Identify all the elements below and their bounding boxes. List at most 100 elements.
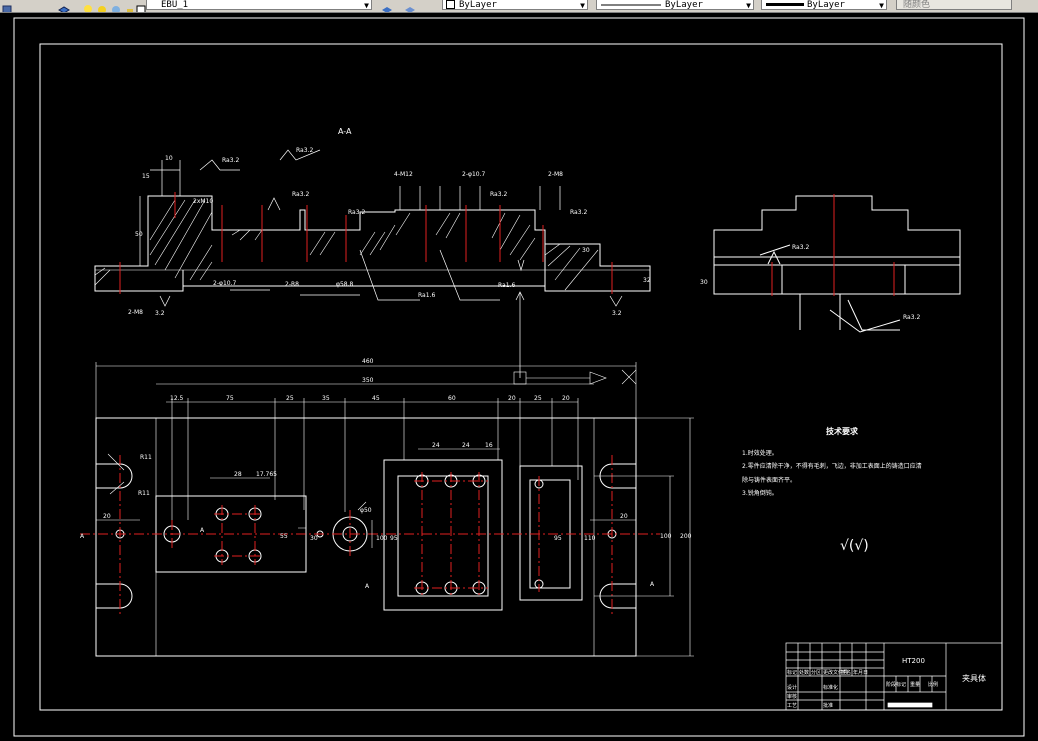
dim-label: 110	[584, 535, 596, 542]
title-cell: 分区	[811, 669, 821, 676]
dim-chain: 75	[226, 395, 234, 402]
color-swatch-icon	[136, 0, 146, 12]
dim-label: 20	[620, 513, 628, 520]
roughness-label: Ra3.2	[490, 191, 507, 198]
roughness-label: 3.2	[612, 310, 622, 317]
dim-label: 20	[103, 513, 111, 520]
color-select-value: ByLayer	[459, 0, 497, 10]
title-cell: 年月日	[853, 669, 868, 676]
dim-label: φ58.8	[336, 281, 354, 288]
dim-radius: R11	[140, 454, 152, 461]
lineweight-line-icon	[766, 3, 804, 6]
dim-chain: 25	[534, 395, 542, 402]
tech-note: 3.锐角倒钝。	[742, 489, 778, 497]
inner-frame-border	[39, 43, 1003, 711]
lineweight-select[interactable]: ByLayer ▼	[761, 0, 887, 10]
roughness-general-symbol: √(√)	[840, 538, 869, 554]
dim-chain: 35	[322, 395, 330, 402]
roughness-label: Ra3.2	[792, 244, 809, 251]
layer-select[interactable]: EBU_1 ▼	[146, 0, 372, 10]
section-roughness-text: Ra3.2 Ra3.2 Ra3.2 Ra3.2 Ra3.2 Ra1.6 Ra1.…	[128, 147, 651, 317]
title-cell: 更改文件号	[823, 669, 848, 676]
roughness-label: Ra3.2	[222, 157, 239, 164]
dim-chain: 25	[286, 395, 294, 402]
part-name: 夹具体	[962, 673, 986, 683]
dim-chain: 12.5	[170, 395, 184, 402]
layer-select-value: EBU_1	[161, 0, 189, 10]
plan-dimension-lines	[95, 362, 694, 657]
dim-radius: R11	[138, 490, 150, 497]
roughness-label: Ra3.2	[570, 209, 587, 216]
dim-label: 28	[234, 471, 242, 478]
dim-inner-width: 350	[362, 377, 374, 384]
tech-title: 技术要求	[826, 426, 859, 436]
color-select[interactable]: ByLayer ▼	[442, 0, 588, 10]
dim-label: 55	[280, 533, 288, 540]
section-label: A-A	[338, 127, 352, 136]
title-cell: 标准化	[823, 684, 838, 691]
plotstyle-select[interactable]: 随颜色	[896, 0, 1012, 10]
dim-label: 2-M8	[128, 309, 143, 316]
roughness-label: Ra1.6	[418, 292, 435, 299]
side-view-text: Ra3.2 Ra3.2 30	[700, 244, 920, 321]
title-cell: 比例	[928, 681, 938, 688]
linetype-select[interactable]: ByLayer ▼	[596, 0, 754, 10]
dim-chain: 60	[448, 395, 456, 402]
lock-icon[interactable]	[125, 0, 135, 12]
title-block	[785, 642, 1003, 711]
tech-note: 除与铸件表面齐平。	[742, 476, 796, 484]
chevron-down-icon: ▼	[879, 1, 884, 10]
roughness-label: Ra3.2	[348, 209, 365, 216]
dim-label: 24	[462, 442, 470, 449]
title-cell: 设计	[787, 684, 797, 691]
dim-label: 2-M8	[548, 171, 563, 178]
dim-label: 2-φ10.7	[462, 171, 485, 178]
section-centerlines	[119, 192, 613, 294]
dim-label: φ50	[360, 507, 372, 514]
roughness-label: Ra1.6	[498, 282, 515, 289]
chevron-down-icon: ▼	[580, 1, 585, 10]
chevron-down-icon: ▼	[746, 1, 751, 10]
lineweight-select-value: ByLayer	[807, 0, 845, 10]
dim-label: 10	[165, 155, 173, 162]
dim-label: 100	[376, 535, 388, 542]
outer-sheet-border	[13, 17, 1025, 737]
make-current-layer-icon[interactable]	[381, 0, 392, 12]
side-view	[713, 195, 961, 333]
sun-icon[interactable]	[97, 0, 107, 12]
section-mark: A	[650, 581, 655, 588]
layers-icon[interactable]	[58, 0, 70, 12]
dim-label: 4-M12	[394, 171, 413, 178]
color-square-icon	[446, 0, 455, 9]
dim-label: 15	[142, 173, 150, 180]
roughness-label: Ra3.2	[296, 147, 313, 154]
title-cell: 签名	[841, 669, 851, 676]
dim-label: 30	[700, 279, 708, 286]
roughness-label: Ra3.2	[903, 314, 920, 321]
dim-label: 30	[582, 247, 590, 254]
dim-label: 200	[680, 533, 692, 540]
layer-previous-icon[interactable]	[404, 0, 415, 12]
dim-label: 50	[135, 231, 143, 238]
dim-overall-width: 460	[362, 358, 374, 365]
plotstyle-select-value: 随颜色	[903, 0, 931, 10]
freeze-icon[interactable]	[111, 0, 121, 12]
section-mark: A	[200, 527, 205, 534]
tech-requirements: 技术要求 1.时效处理。 2.零件应清除干净，不得有毛刺，飞边，非加工表面上的铸…	[742, 426, 922, 554]
dim-label: 2xM10	[193, 198, 213, 205]
dim-label: 16	[485, 442, 493, 449]
material-label: HT200	[902, 657, 925, 665]
dim-label: 17.765	[256, 471, 277, 478]
title-cell: 阶段标记	[886, 681, 906, 688]
plan-centerlines	[80, 455, 660, 615]
section-mark: A	[80, 533, 85, 540]
pan-icon[interactable]	[2, 0, 12, 12]
dim-label: 95	[554, 535, 562, 542]
drawing-canvas[interactable]: A-A	[0, 13, 1038, 741]
title-cell: 工艺	[787, 703, 797, 709]
dim-label: 2-φ10.7	[213, 280, 236, 287]
tech-note: 2.零件应清除干净，不得有毛刺，飞边，非加工表面上的铸造口应清	[742, 462, 922, 470]
dim-chain: 20	[562, 395, 570, 402]
bulb-icon[interactable]	[83, 0, 93, 12]
roughness-label: 3.2	[155, 310, 165, 317]
